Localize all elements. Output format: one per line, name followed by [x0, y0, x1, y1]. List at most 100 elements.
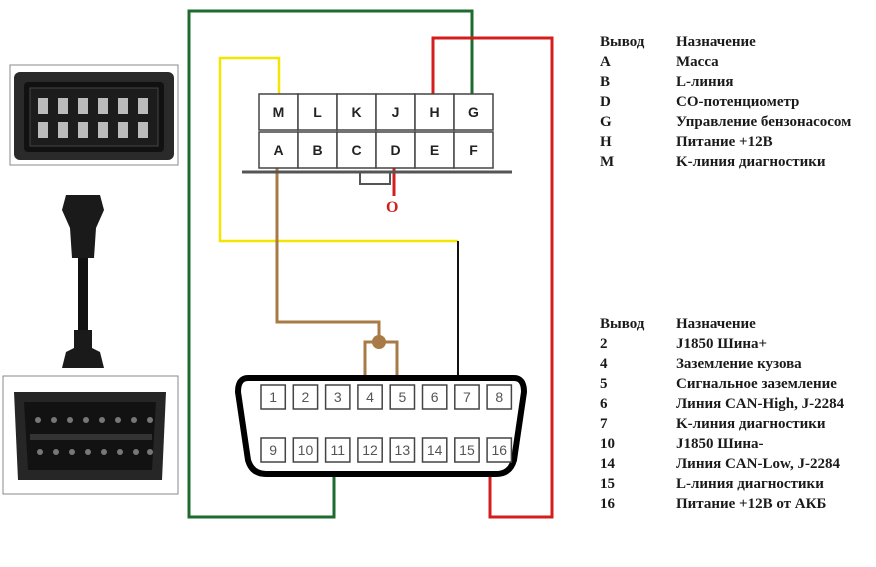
header-purpose: Назначение — [676, 34, 756, 50]
row-purpose: СО-потенциометр — [676, 94, 800, 110]
row-pin: D — [600, 94, 611, 110]
gm-pin-D-label: D — [390, 142, 400, 158]
obd-pin-6-cell — [421, 384, 448, 410]
table-row: 4 Заземление кузова — [600, 354, 876, 374]
obd-pin-8-label: 8 — [495, 389, 503, 405]
obd-pin-7-cell — [454, 384, 480, 410]
photo-obd2-connector — [2, 375, 179, 495]
gm-pin-J-label: J — [392, 104, 400, 120]
gm-pin-G-label: G — [468, 104, 479, 120]
row-purpose: Управление бензонасосом — [676, 114, 852, 130]
row-purpose: L-линия диагностики — [676, 476, 824, 492]
obd-pin-10-cell — [292, 437, 319, 463]
row-pin: 5 — [600, 376, 608, 392]
gm-pin-K-label: K — [351, 104, 361, 120]
obd-pin-4-cell — [357, 384, 383, 410]
wire-yellow — [218, 56, 458, 243]
wire-green — [187, 9, 474, 519]
row-pin: B — [600, 74, 611, 90]
row-purpose: Линия CAN-High, J-2284 — [676, 396, 845, 412]
row-purpose: J1850 Шина- — [676, 436, 764, 452]
row-purpose: J1850 Шина+ — [676, 336, 768, 352]
header-pin: Вывод — [600, 34, 645, 50]
row-purpose: Масса — [676, 54, 719, 70]
obd-pin-3-cell — [324, 384, 351, 410]
obd-pin-14-label: 14 — [427, 442, 443, 458]
obd-pin-11-cell — [324, 437, 351, 463]
gm-pin-E-label: E — [430, 142, 439, 158]
photo-gm12-connector — [9, 64, 179, 166]
gm-pin-B-label: B — [312, 142, 322, 158]
row-purpose: L-линия — [676, 74, 734, 90]
obd-pin-8-cell — [486, 384, 513, 410]
obd-pin-9-cell — [260, 437, 287, 463]
gm-pin-F-label: F — [469, 142, 478, 158]
gm-pin-E-cell — [414, 131, 455, 169]
row-pin: 16 — [600, 496, 615, 512]
brown-junction — [372, 335, 386, 349]
obd-pin-7-label: 7 — [463, 389, 471, 405]
gm-pin-A-label: A — [273, 142, 283, 158]
obd-pin-12-cell — [357, 437, 383, 463]
gm-pin-B-cell — [297, 131, 338, 169]
table-header: Вывод Назначение — [600, 314, 876, 334]
obd-pin-1-label: 1 — [269, 389, 277, 405]
row-purpose: Линия CAN-Low, J-2284 — [676, 456, 840, 472]
obd-pin-6-label: 6 — [431, 389, 439, 405]
obd-pin-13-cell — [389, 437, 416, 463]
row-pin: A — [600, 54, 611, 70]
photo-adapter-cable — [62, 195, 104, 368]
obd2-pin-table: Вывод Назначение 2 J1850 Шина+ 4 Заземлени… — [600, 314, 876, 514]
gm-pin-C-cell — [336, 131, 377, 169]
gm-pin-M-label: M — [273, 104, 285, 120]
obd-pin-16-label: 16 — [491, 442, 507, 458]
row-purpose: K-линия диагностики — [676, 154, 826, 170]
row-pin: 4 — [600, 356, 608, 372]
table-row: 2 J1850 Шина+ — [600, 334, 876, 354]
table-row: G Управление бензонасосом — [600, 112, 876, 132]
obd-pin-15-label: 15 — [459, 442, 475, 458]
obd-pin-1-cell — [260, 384, 287, 410]
table-row: A Масса — [600, 52, 876, 72]
obd-pin-11-label: 11 — [330, 442, 345, 458]
row-pin: H — [600, 134, 612, 150]
row-pin: 15 — [600, 476, 615, 492]
obd-pin-4-label: 4 — [366, 389, 374, 405]
table-header: Вывод Назначение — [600, 32, 876, 52]
gm-pin-G-cell — [453, 93, 494, 131]
wire-brown — [275, 168, 381, 342]
row-purpose: Заземление кузова — [676, 356, 802, 372]
gm12-pin-table: Вывод Назначение A Масса B L-линия D СО-пот… — [600, 32, 876, 172]
row-purpose: Питание +12В от АКБ — [676, 496, 827, 512]
row-pin: 7 — [600, 416, 608, 432]
row-purpose: Сигнальное заземление — [676, 376, 837, 392]
d-marker-label: O — [386, 199, 398, 216]
header-pin: Вывод — [600, 316, 645, 332]
gm-pin-L-cell — [297, 93, 338, 131]
row-pin: G — [600, 114, 612, 130]
table-row: 5 Сигнальное заземление — [600, 374, 876, 394]
obd-pin-15-cell — [454, 437, 480, 463]
row-pin: 2 — [600, 336, 608, 352]
gm-pin-C-label: C — [351, 142, 361, 158]
gm-pin-H-label: H — [429, 104, 439, 120]
gm-pin-M-cell — [258, 93, 299, 131]
obd-pin-2-label: 2 — [302, 389, 310, 405]
gm-pin-D-cell — [375, 131, 416, 169]
table-row: B L-линия — [600, 72, 876, 92]
row-purpose: K-линия диагностики — [676, 416, 826, 432]
obd-pin-14-cell — [421, 437, 448, 463]
table-row: 7 K-линия диагностики — [600, 414, 876, 434]
gm-pin-L-label: L — [313, 104, 322, 120]
gm-pin-A-cell — [258, 131, 299, 169]
gm12-connector: M L K J H G A B C D E F — [242, 93, 512, 185]
obd-pin-16-cell — [486, 437, 513, 463]
obd-pin-12-label: 12 — [362, 442, 378, 458]
obd-pin-13-label: 13 — [395, 442, 411, 458]
